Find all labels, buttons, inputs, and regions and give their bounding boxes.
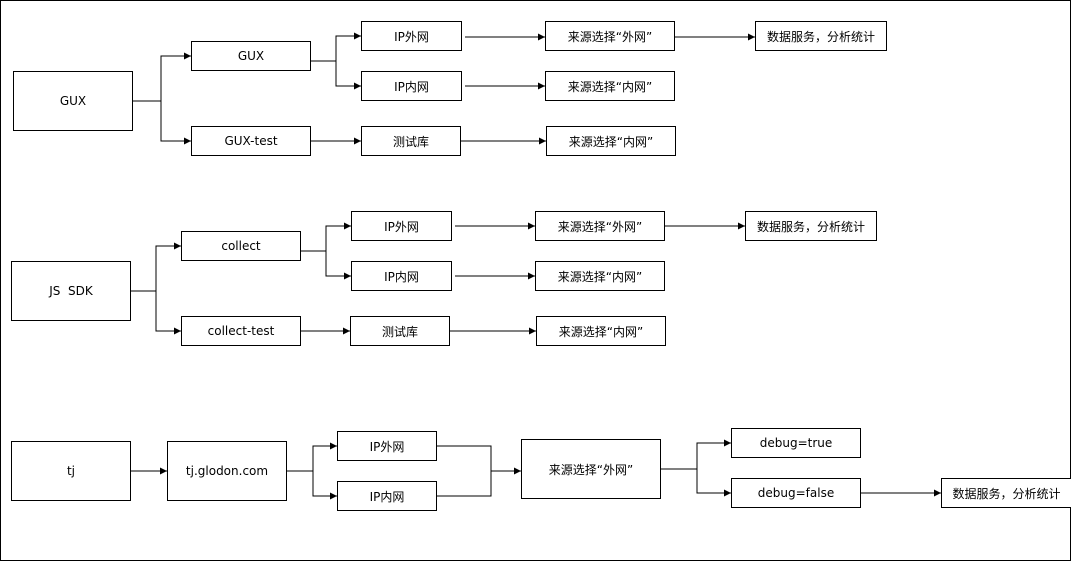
node-col-testdb[interactable]: 测试库 (350, 316, 450, 346)
node-gux-source-external[interactable]: 来源选择“外网” (545, 21, 675, 51)
node-debug-true[interactable]: debug=true (731, 428, 861, 458)
node-debug-false[interactable]: debug=false (731, 478, 861, 508)
edge-gux-to-gux-service (133, 52, 191, 102)
node-gux[interactable]: GUX (13, 71, 133, 131)
node-gux-source-internal[interactable]: 来源选择“内网” (545, 71, 675, 101)
node-tj[interactable]: tj (11, 441, 131, 501)
node-col-ip-internal[interactable]: IP内网 (351, 261, 452, 291)
node-gux-ip-internal[interactable]: IP内网 (361, 71, 462, 101)
node-tj-ip-internal[interactable]: IP内网 (337, 481, 437, 511)
edge-gux-to-gux-test (160, 101, 191, 145)
edge-tj-ip-internal-merge (437, 471, 492, 497)
edge-gux-service-to-ip-external (311, 32, 361, 62)
edge-tj-source-to-debug-true (661, 439, 731, 470)
edge-collect-to-ip-internal (325, 251, 351, 280)
node-collect[interactable]: collect (181, 231, 301, 261)
edge-gux-service-to-ip-internal (335, 61, 361, 90)
edge-jssdk-to-collect-test (155, 291, 181, 335)
node-tj-ip-external[interactable]: IP外网 (337, 431, 437, 461)
node-gux-test[interactable]: GUX-test (191, 126, 311, 156)
node-col-ip-external[interactable]: IP外网 (351, 211, 452, 241)
node-gux-test-source-internal[interactable]: 来源选择“内网” (546, 126, 676, 156)
node-collect-test[interactable]: collect-test (181, 316, 301, 346)
node-js-sdk[interactable]: JS SDK (11, 261, 131, 321)
node-col-source-external[interactable]: 来源选择“外网” (535, 211, 665, 241)
node-tj-domain[interactable]: tj.glodon.com (167, 441, 287, 501)
node-tj-source-external[interactable]: 来源选择“外网” (521, 439, 661, 499)
node-gux-service[interactable]: GUX (191, 41, 311, 71)
node-gux-data-service[interactable]: 数据服务，分析统计 (755, 21, 887, 51)
edge-domain-to-ip-internal (312, 471, 337, 500)
edge-tj-source-to-debug-false (696, 469, 731, 497)
edge-domain-to-ip-external (287, 442, 337, 472)
edge-collect-to-ip-external (301, 222, 351, 252)
edge-tj-ip-external-merge (437, 445, 492, 471)
node-tj-data-service[interactable]: 数据服务，分析统计 (941, 478, 1071, 508)
node-gux-ip-external[interactable]: IP外网 (361, 21, 462, 51)
node-col-test-source-internal[interactable]: 来源选择“内网” (536, 316, 666, 346)
node-col-source-internal[interactable]: 来源选择“内网” (535, 261, 665, 291)
node-col-data-service[interactable]: 数据服务，分析统计 (745, 211, 877, 241)
node-gux-testdb[interactable]: 测试库 (361, 126, 461, 156)
edge-jssdk-to-collect (131, 242, 181, 292)
